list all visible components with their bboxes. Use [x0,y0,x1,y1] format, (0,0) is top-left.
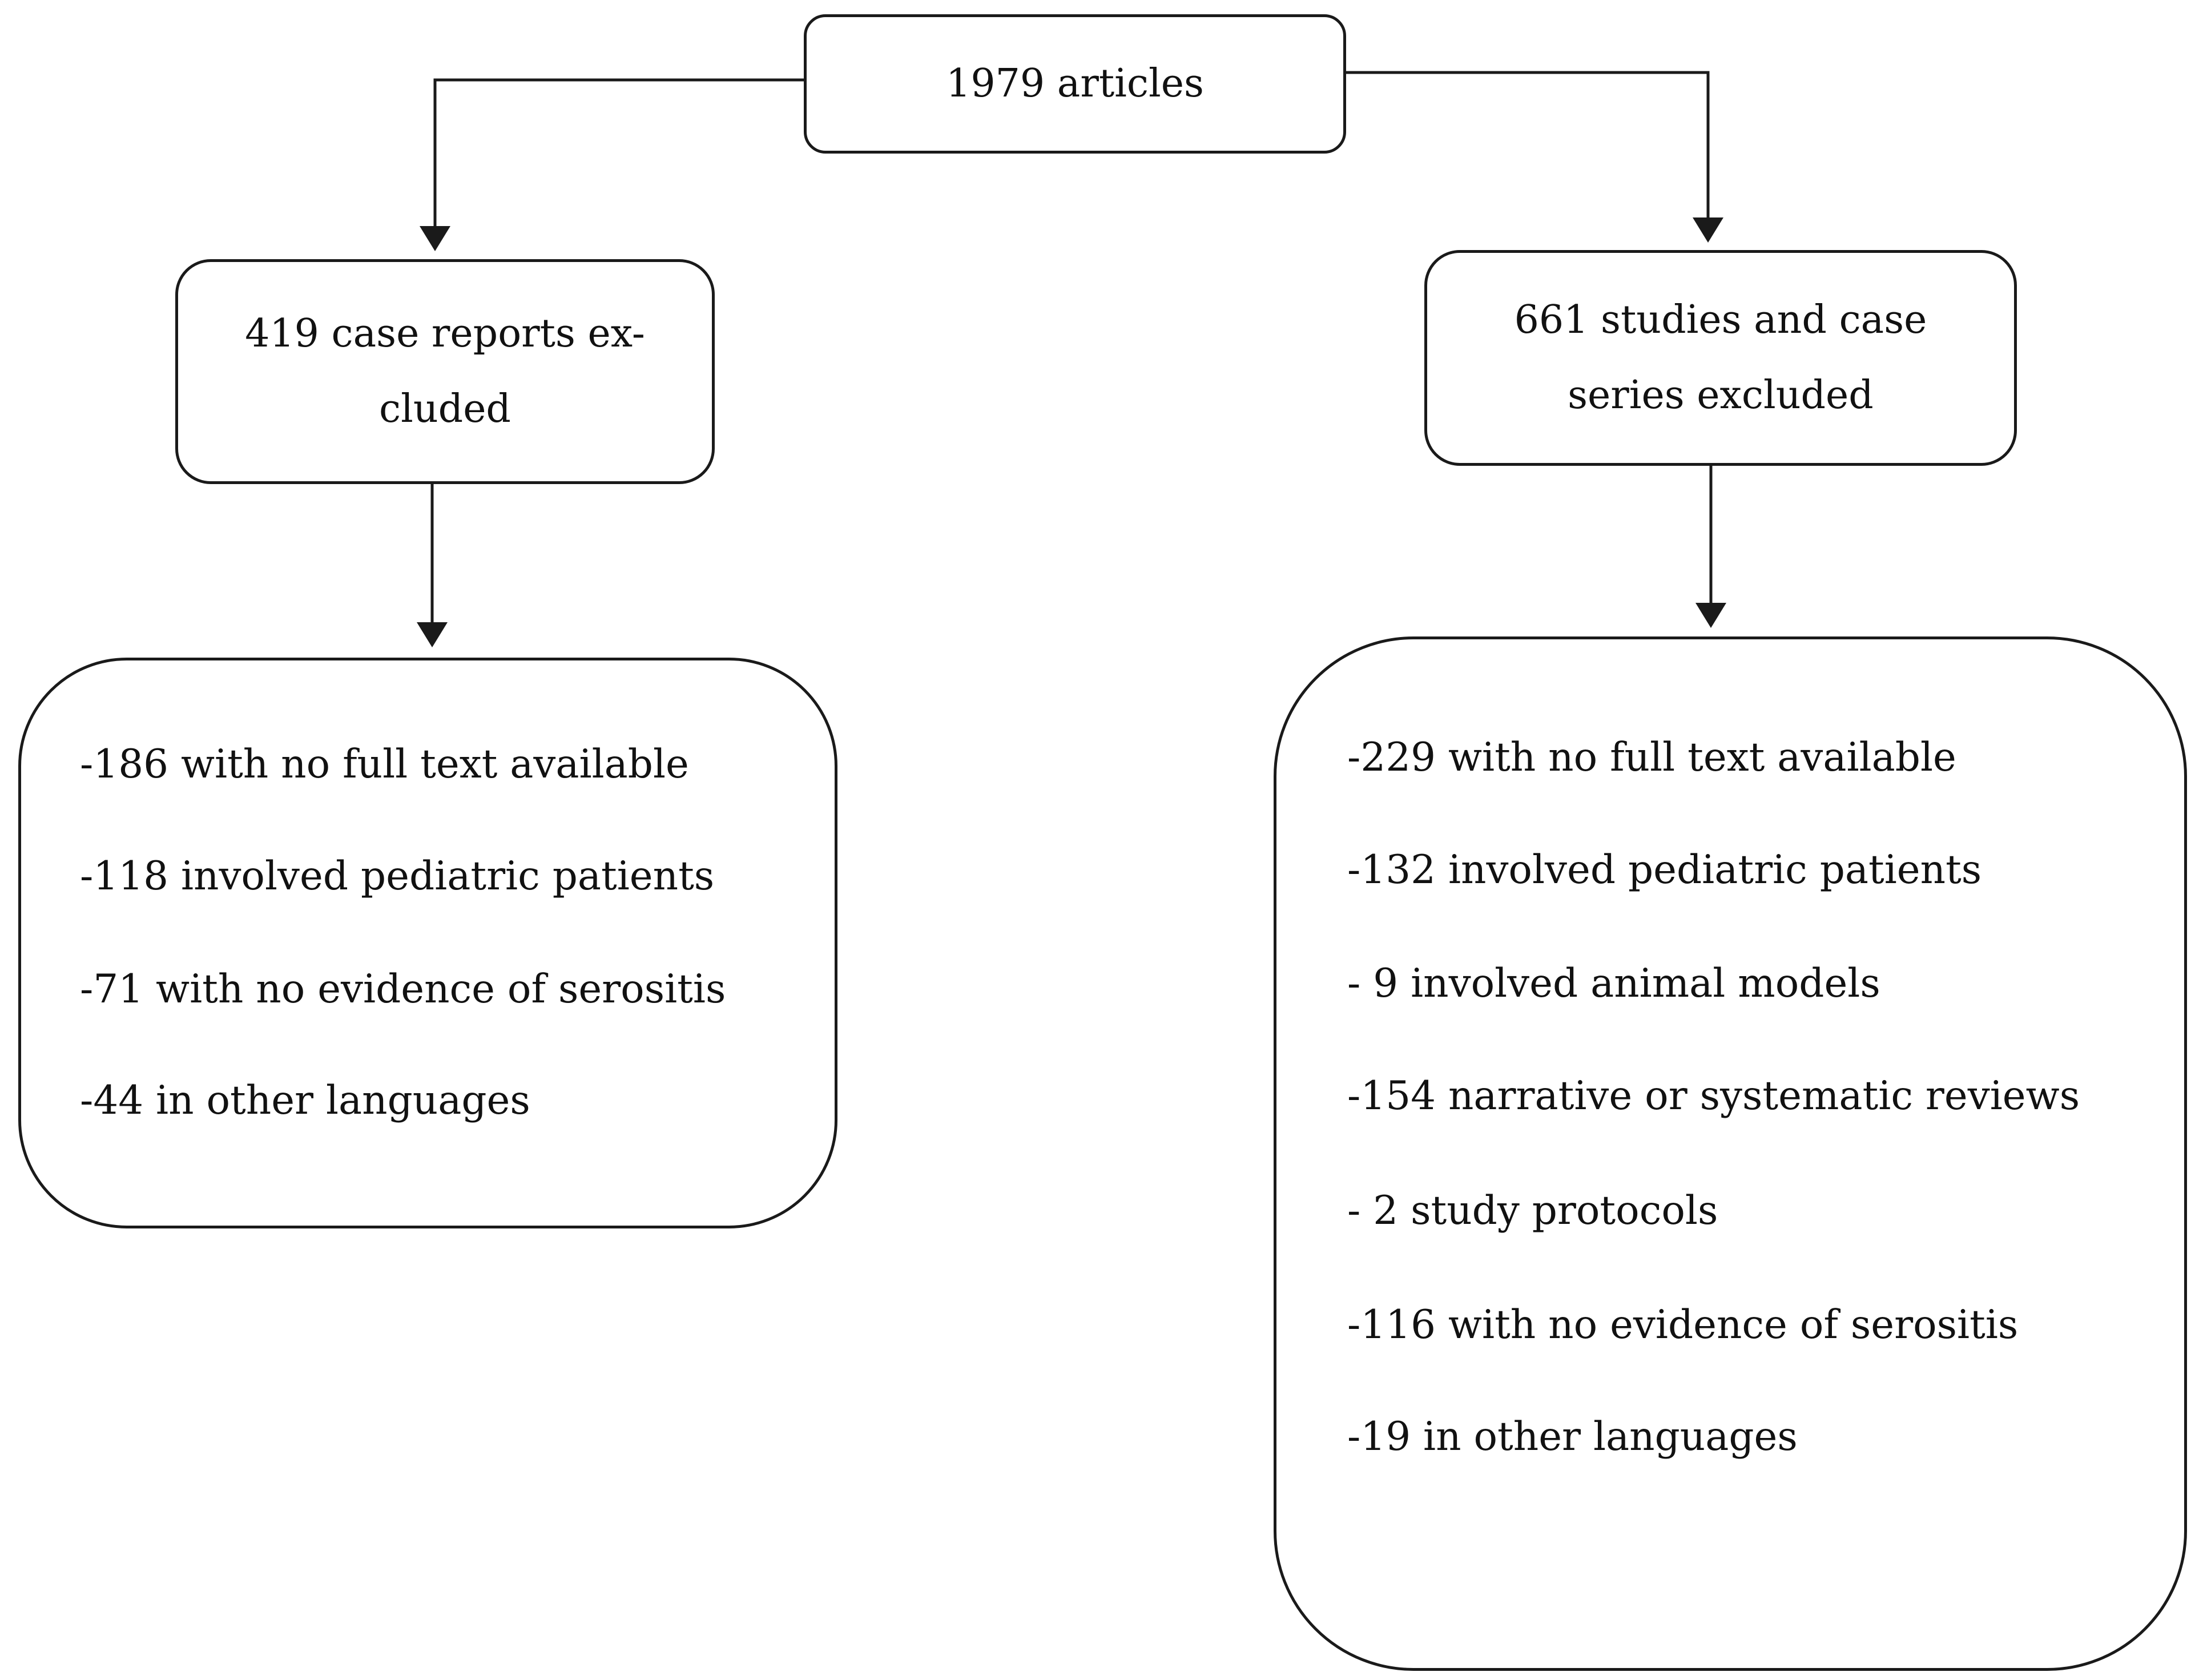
total-articles-label: 1979 articles [946,61,1204,106]
case-reports-excluded-label: 419 case reports ex- cluded [245,311,645,432]
arrow-left-to-left-list [417,484,448,647]
list-item: -229 with no full text available [1347,735,1956,780]
arrowhead-icon [1695,603,1726,628]
list-item: -132 involved pediatric patients [1347,847,1982,893]
list-item: -116 with no evidence of serositis [1347,1302,2019,1348]
arrow-top-to-right [1346,71,1723,243]
list-item: -154 narrative or systematic reviews [1347,1073,2080,1119]
studies-exclusion-list [1274,636,2187,1671]
arrow-top-to-left [420,78,804,251]
list-item: - 9 involved animal models [1347,961,1880,1006]
list-item: -186 with no full text available [80,742,689,787]
arrowhead-icon [417,622,448,647]
arrowhead-icon [420,226,450,251]
list-item: -44 in other languages [80,1078,530,1123]
arrow-right-to-right-list [1695,466,1726,628]
total-articles-box: 1979 articles [804,14,1346,154]
studies-excluded-label: 661 studies and case series excluded [1514,297,1927,418]
arrowhead-icon [1693,217,1723,243]
case-reports-excluded-box: 419 case reports ex- cluded [175,259,715,484]
list-item: -19 in other languages [1347,1414,1798,1460]
case-reports-exclusion-list [18,658,837,1228]
list-item: -118 involved pediatric patients [80,853,715,899]
studies-excluded-box: 661 studies and case series excluded [1424,250,2017,466]
list-item: - 2 study protocols [1347,1188,1718,1234]
list-item: -71 with no evidence of serositis [80,966,726,1012]
